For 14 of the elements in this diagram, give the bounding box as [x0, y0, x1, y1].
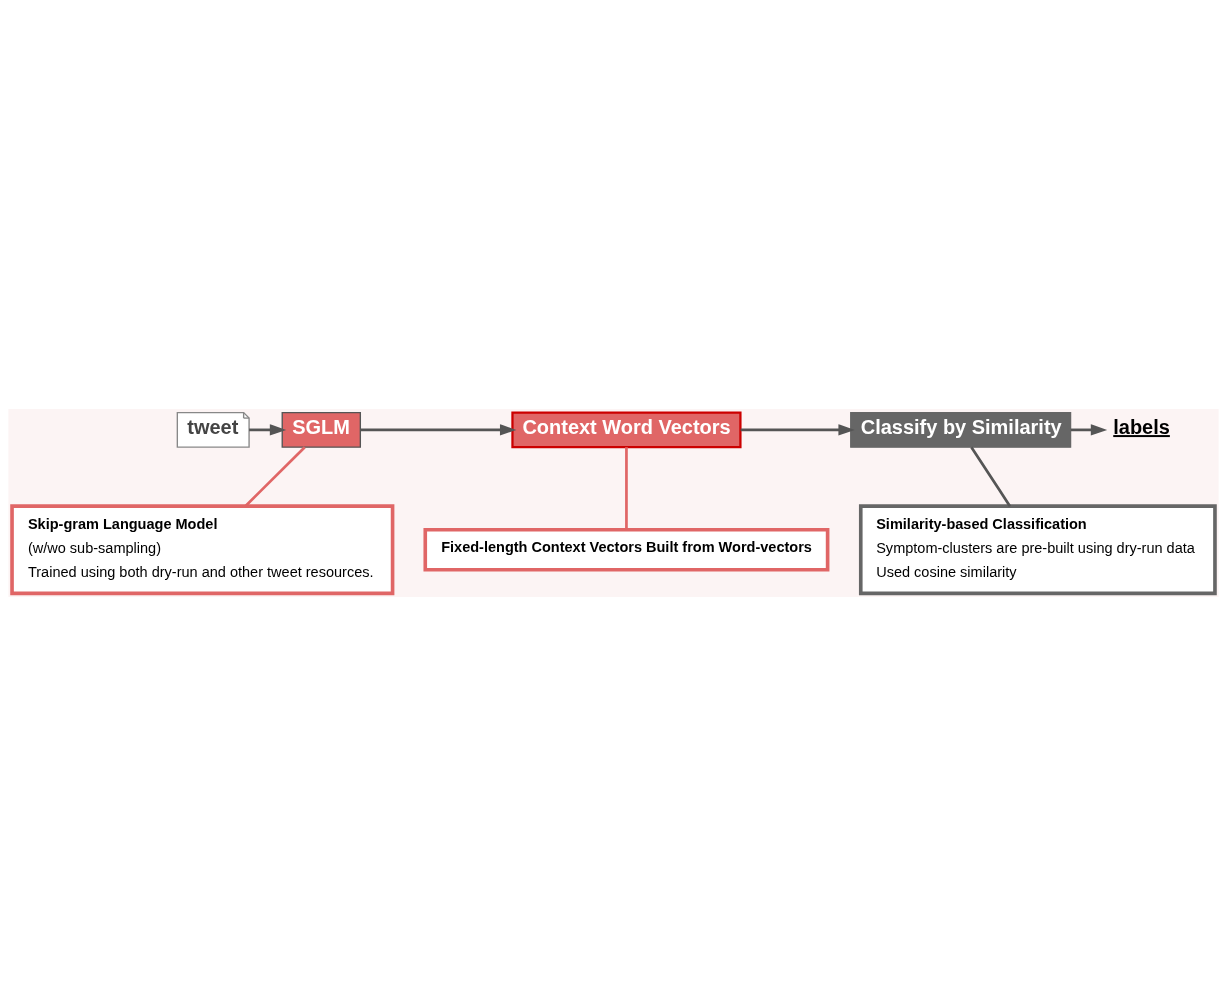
- node-box: SGLM: [281, 411, 361, 448]
- connector: [244, 445, 306, 507]
- node-box: Similarity-based Classification Symptom-clusters are pre-built using dry-run data Used cosine similarity: [858, 503, 1217, 595]
- node-box: Skip-gram Language Model (w/wo sub-sampling) Trained using both dry-run and other tweet resources.: [10, 503, 395, 595]
- connector: [970, 445, 1012, 507]
- arrow: [1070, 423, 1108, 436]
- connector: [625, 446, 628, 529]
- arrow: [249, 423, 287, 436]
- node-box: Fixed-length Context Vectors Built from Word-vectors: [423, 527, 830, 572]
- node-text: labels: [1113, 415, 1170, 438]
- arrow: [360, 423, 517, 436]
- node-box: Context Word Vectors: [511, 411, 742, 448]
- node-box: Classify by Similarity: [850, 411, 1072, 448]
- arrow: [740, 423, 855, 436]
